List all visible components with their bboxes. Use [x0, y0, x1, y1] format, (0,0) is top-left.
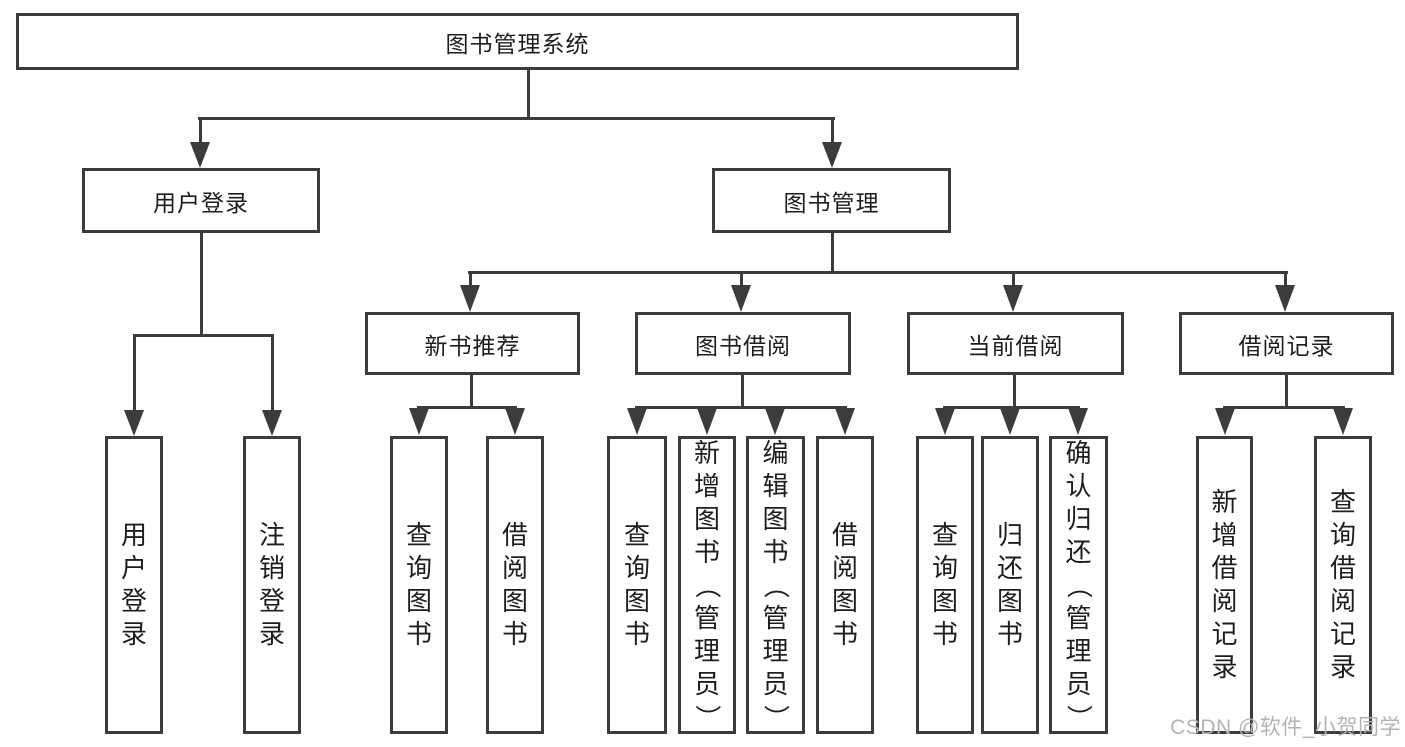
connector-l2-stub-left [199, 120, 202, 144]
arrowhead-user-login [190, 142, 210, 168]
connector-book-mgmt-trunk [831, 233, 834, 274]
node-borrow-records-label: 借阅记录 [1238, 332, 1335, 359]
arrowhead-login-leaf [124, 410, 144, 436]
node-book-borrow-label: 图书借阅 [695, 332, 791, 359]
node-book-borrow: 图书借阅 [635, 312, 851, 375]
leaf-rec-borrow-books-label: 借阅图书 [501, 520, 528, 649]
node-user-login: 用户登录 [82, 168, 320, 233]
arrowhead-logout-leaf [262, 410, 282, 436]
leaf-current-query-books-label: 查询图书 [931, 520, 958, 649]
node-book-mgmt: 图书管理 [712, 168, 951, 233]
arrowhead-g0-c1 [505, 408, 525, 435]
leaf-query-borrow-record: 查询借阅记录 [1314, 436, 1372, 734]
leaf-borrow-books-label: 借阅图书 [831, 520, 858, 649]
leaf-current-query-books: 查询图书 [916, 436, 974, 734]
leaf-user-login-label: 用户登录 [120, 520, 147, 649]
leaf-rec-query-books: 查询图书 [390, 436, 448, 734]
leaf-user-login: 用户登录 [105, 436, 163, 734]
arrowhead-g2-c0 [935, 408, 955, 435]
arrowhead-g1-c1 [697, 408, 717, 435]
leaf-add-books-admin: 新增图书（管理员） [678, 436, 736, 734]
leaf-borrow-query-books: 查询图书 [607, 436, 667, 734]
connector-g3-rail [1223, 406, 1345, 409]
leaf-borrow-query-books-label: 查询图书 [623, 520, 650, 649]
connector-user-login-stub-2 [271, 337, 274, 412]
connector-g1-rail [635, 406, 847, 409]
node-current-borrow: 当前借阅 [907, 312, 1124, 375]
leaf-query-borrow-record-label: 查询借阅记录 [1329, 487, 1356, 682]
leaf-logout-label: 注销登录 [258, 520, 285, 649]
leaf-return-books-label: 归还图书 [996, 520, 1023, 649]
leaf-add-borrow-record-label: 新增借阅记录 [1211, 487, 1238, 682]
leaf-return-books: 归还图书 [981, 436, 1039, 734]
connector-root-trunk [527, 70, 530, 119]
connector-l2-rail [198, 117, 835, 120]
arrowhead-book-mgmt [822, 142, 842, 168]
node-book-mgmt-label: 图书管理 [783, 189, 880, 216]
connector-g0-rail [417, 406, 517, 409]
leaf-borrow-books: 借阅图书 [816, 436, 874, 734]
arrowhead-book-borrow [731, 285, 751, 312]
leaf-add-borrow-record: 新增借阅记录 [1196, 436, 1253, 734]
arrowhead-g2-c1 [1000, 408, 1020, 435]
arrowhead-g1-c3 [835, 408, 855, 435]
node-new-book-rec-label: 新书推荐 [424, 332, 521, 359]
leaf-edit-books-admin: 编辑图书（管理员） [746, 436, 805, 734]
leaf-rec-query-books-label: 查询图书 [405, 520, 432, 649]
arrowhead-g3-c0 [1215, 408, 1235, 435]
connector-l2-stub-right [831, 120, 834, 144]
arrowhead-g2-c2 [1068, 408, 1088, 435]
connector-l3-stub-1 [469, 274, 472, 286]
connector-l3-stub-2 [740, 274, 743, 286]
node-current-borrow-label: 当前借阅 [967, 332, 1064, 359]
arrowhead-g1-c0 [627, 408, 647, 435]
node-root: 图书管理系统 [16, 13, 1019, 70]
leaf-rec-borrow-books: 借阅图书 [486, 436, 544, 734]
node-user-login-label: 用户登录 [153, 189, 249, 216]
arrowhead-g3-c1 [1333, 408, 1353, 435]
leaf-confirm-return-admin: 确认归还（管理员） [1049, 436, 1108, 734]
node-new-book-rec: 新书推荐 [365, 312, 580, 375]
connector-l3-stub-3 [1012, 274, 1015, 286]
leaf-add-books-admin-label: 新增图书（管理员） [692, 437, 723, 731]
connector-user-login-trunk [200, 233, 203, 337]
connector-g2-trunk [1013, 375, 1016, 408]
connector-l3-stub-4 [1284, 274, 1287, 286]
node-borrow-records: 借阅记录 [1179, 312, 1394, 375]
connector-g2-rail [943, 406, 1080, 409]
leaf-edit-books-admin-label: 编辑图书（管理员） [761, 437, 791, 731]
node-root-label: 图书管理系统 [445, 30, 590, 57]
leaf-logout: 注销登录 [243, 436, 301, 734]
leaf-confirm-return-admin-label: 确认归还（管理员） [1064, 437, 1094, 731]
csdn-watermark: CSDN @软件_小贺同学 [1170, 716, 1401, 739]
arrowhead-g0-c0 [409, 408, 429, 435]
arrowhead-current-borrow [1003, 285, 1023, 312]
arrowhead-borrow-records [1275, 285, 1295, 312]
connector-g3-trunk [1285, 375, 1288, 408]
connector-g0-trunk [470, 375, 473, 408]
connector-user-login-stub-1 [133, 337, 136, 412]
connector-g1-trunk [741, 375, 744, 408]
arrowhead-g1-c2 [765, 408, 785, 435]
arrowhead-new-book-rec [460, 285, 480, 312]
connector-l3-rail [468, 271, 1288, 274]
connector-user-login-rail [133, 334, 274, 337]
